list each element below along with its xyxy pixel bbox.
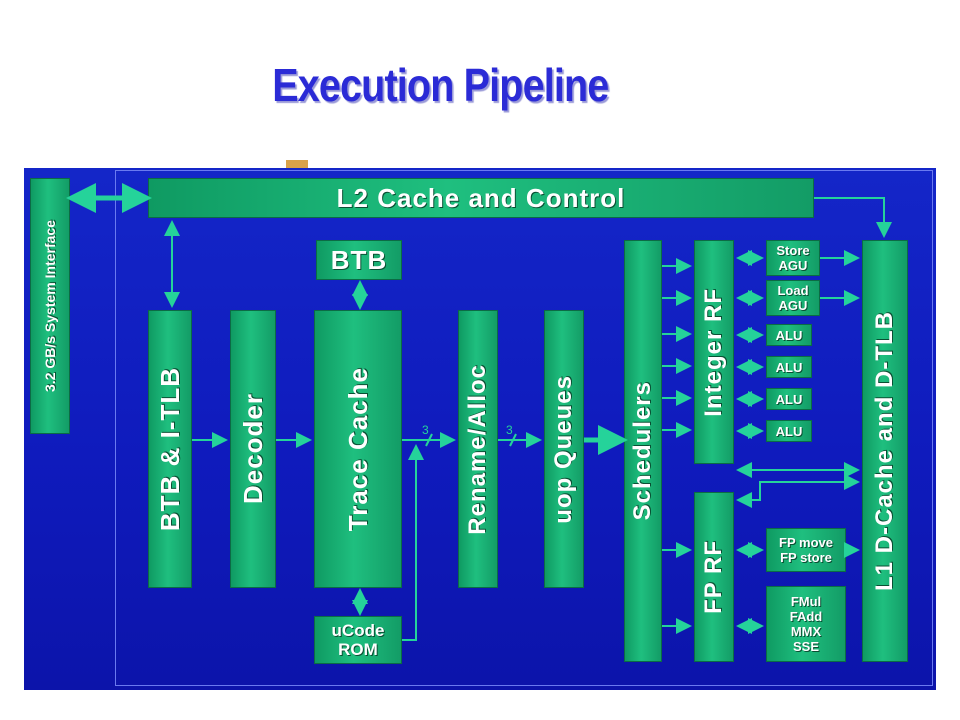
decoder-block: Decoder — [230, 310, 276, 588]
ucode-rom-line2: ROM — [338, 640, 378, 659]
rename-alloc-block: Rename/Alloc — [458, 310, 498, 588]
store-agu-line2: AGU — [778, 258, 808, 273]
width-slash-2 — [509, 433, 517, 447]
alu-2-block: ALU — [766, 356, 812, 378]
alu-1-block: ALU — [766, 324, 812, 346]
width-slash-1 — [425, 433, 433, 447]
fmul-label: FMul — [790, 594, 822, 609]
alu-1-label: ALU — [775, 327, 803, 343]
alu-4-block: ALU — [766, 420, 812, 442]
load-agu-line2: AGU — [778, 298, 808, 313]
system-interface-block: 3.2 GB/s System Interface — [30, 178, 70, 434]
fp-units-block: FMul FAdd MMX SSE — [766, 586, 846, 662]
decorative-tag — [286, 160, 308, 168]
diagram-frame — [115, 170, 933, 686]
load-agu-line1: Load — [777, 283, 809, 298]
sse-label: SSE — [792, 639, 819, 654]
ucode-rom-line1: uCode — [331, 621, 385, 640]
integer-rf-block: Integer RF — [694, 240, 734, 464]
ucode-rom-block: uCode ROM — [314, 616, 402, 664]
uop-queues-block: uop Queues — [544, 310, 584, 588]
alu-3-label: ALU — [775, 391, 803, 407]
btb-block: BTB — [316, 240, 402, 280]
fp-move-label: FP move — [779, 535, 833, 550]
btb-label: BTB — [330, 244, 388, 275]
alu-2-label: ALU — [775, 359, 803, 375]
store-agu-line1: Store — [776, 243, 810, 258]
l1-dcache-block: L1 D-Cache and D-TLB — [862, 240, 908, 662]
alu-4-label: ALU — [775, 423, 803, 439]
arrow-l1-fp — [736, 474, 860, 508]
arrow-l2-l1 — [814, 197, 892, 238]
load-agu-block: Load AGU — [766, 280, 820, 316]
slide-title: Execution Pipeline — [272, 59, 609, 111]
arrow-ucode-merge — [402, 444, 424, 641]
trace-cache-block: Trace Cache — [314, 310, 402, 588]
mmx-label: MMX — [790, 624, 822, 639]
fp-store-label: FP store — [780, 550, 832, 565]
width-label-1: 3 — [422, 423, 429, 437]
width-label-2: 3 — [506, 423, 513, 437]
schedulers-block: Schedulers — [624, 240, 662, 662]
l2-cache-label: L2 Cache and Control — [336, 182, 626, 213]
alu-3-block: ALU — [766, 388, 812, 410]
fadd-label: FAdd — [789, 609, 823, 624]
btb-itlb-block: BTB & I-TLB — [148, 310, 192, 588]
fp-move-store-block: FP move FP store — [766, 528, 846, 572]
l2-cache-block: L2 Cache and Control — [148, 178, 814, 218]
store-agu-block: Store AGU — [766, 240, 820, 276]
fp-rf-block: FP RF — [694, 492, 734, 662]
